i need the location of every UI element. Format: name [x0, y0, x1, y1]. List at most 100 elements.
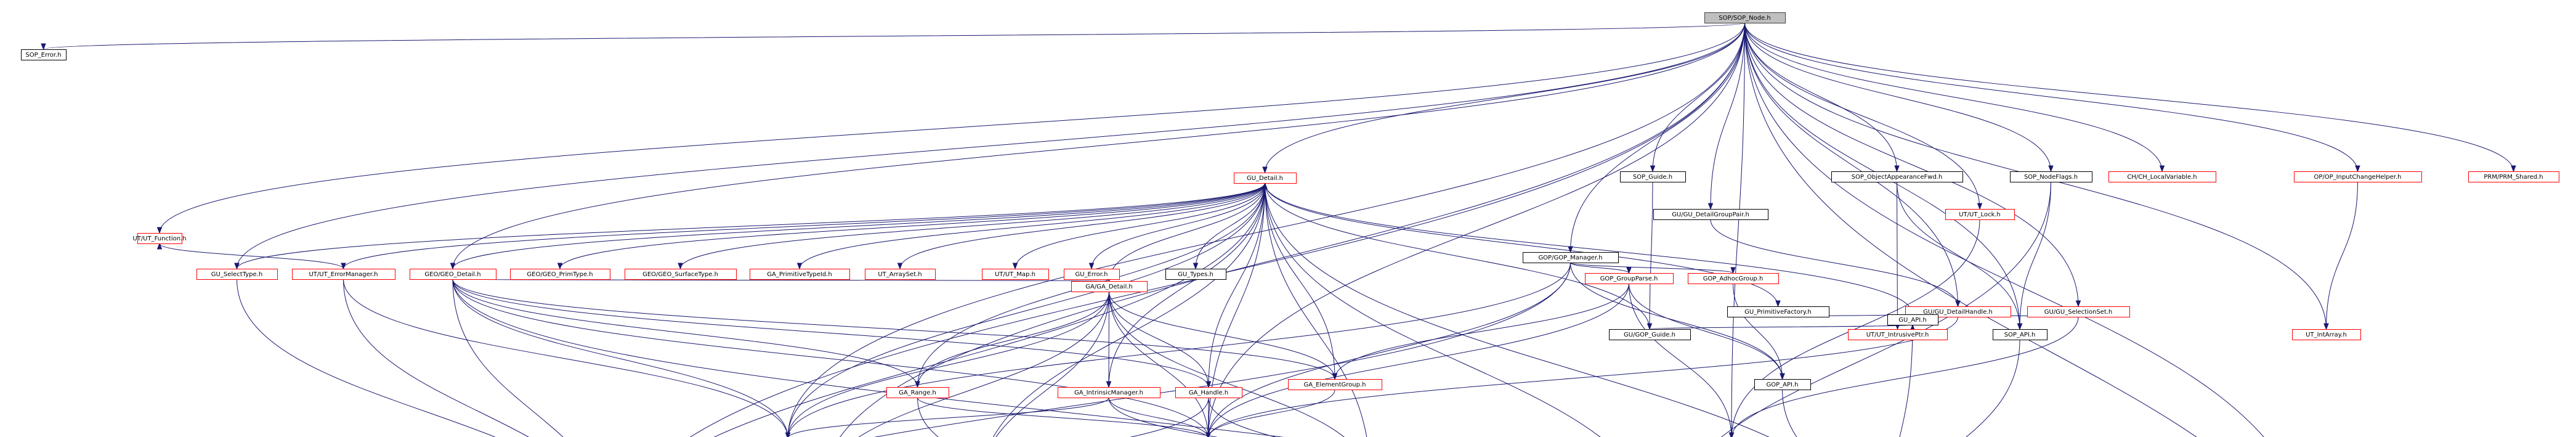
edge-GU_Detail-to-SYS_Visibility: [1265, 182, 1770, 437]
edge-line: [1108, 397, 1209, 437]
edge-GU_Detail-to-UT_Map: [1012, 182, 1265, 270]
node-ch-localvariable[interactable]: CH/CH_LocalVariable.h: [2108, 171, 2216, 182]
node-ut-intrusiveptr[interactable]: UT/UT_IntrusivePtr.h: [1848, 329, 1948, 340]
node-sop-node[interactable]: SOP/SOP_Node.h: [1704, 12, 1786, 23]
edge-line: [917, 291, 1109, 388]
edge-GU_API-to-SYS_Visibility: [1899, 324, 1913, 437]
edge-line: [1109, 291, 1345, 437]
edge-GU_Detail-to-GA_PrimitiveTypeId: [796, 182, 1265, 270]
node-gu-detailgrouppair[interactable]: GU/GU_DetailGroupPair.h: [1653, 209, 1768, 220]
edge-GEO_Detail-to-iosfwd: [452, 279, 1284, 437]
node-box: [292, 269, 395, 280]
node-gu-primitivefactory[interactable]: GU_PrimitiveFactory.h: [1727, 306, 1829, 317]
arrowhead-icon: [2355, 165, 2360, 173]
edge-line: [452, 182, 1265, 269]
arrowhead-icon: [234, 263, 240, 270]
edge-SOP_Node-to-SOP_Error: [41, 22, 1745, 51]
edge-line: [1109, 182, 1265, 282]
arrowhead-icon: [897, 263, 903, 270]
edge-GA_IntrinsicManager-to-UT_StringHolder: [1108, 397, 1218, 437]
node-gop-groupparse[interactable]: GOP_GroupParse.h: [1585, 273, 1674, 284]
edge-line: [1108, 397, 1218, 437]
node-ga-intrinsicmanager[interactable]: GA_IntrinsicManager.h: [1058, 387, 1160, 398]
node-prm-shared[interactable]: PRM/PRM_Shared.h: [2468, 171, 2559, 182]
node-label: GA/GA_Detail.h: [1085, 284, 1133, 290]
node-gop-manager[interactable]: GOP/GOP_Manager.h: [1523, 252, 1619, 263]
node-box: [1887, 314, 1938, 325]
edge-line: [1208, 182, 1265, 388]
node-gu-error[interactable]: GU_Error.h: [1064, 269, 1120, 280]
node-ga-detail[interactable]: GA/GA_Detail.h: [1071, 281, 1148, 292]
arrowhead-icon: [450, 263, 456, 270]
edge-GOP_API-to-SYS_Visibility: [1782, 389, 1797, 437]
arrowhead-icon: [2511, 165, 2516, 173]
edge-line: [452, 22, 1745, 269]
node-ut-arrayset[interactable]: UT_ArraySet.h: [865, 269, 936, 280]
node-label: GU/GU_SelectionSet.h: [2044, 309, 2113, 316]
node-label: UT_IntArray.h: [2306, 332, 2347, 338]
edge-line: [1731, 219, 1980, 437]
edge-SOP_NodeFlags-to-iosfwd: [1721, 181, 2051, 437]
node-sop-guide[interactable]: SOP_Guide.h: [1620, 171, 1686, 182]
edge-line: [1652, 22, 1745, 172]
edge-GU_SelectionSet-to-UT_String: [1728, 316, 2079, 437]
node-ut-function[interactable]: UT/UT_Function.h: [132, 233, 187, 244]
edge-SOP_Node-to-GU_DetailHandle: [1744, 22, 1961, 308]
node-gop-adhocgroup[interactable]: GOP_AdhocGroup.h: [1688, 273, 1779, 284]
node-ut-errormanager[interactable]: UT/UT_ErrorManager.h: [292, 269, 395, 280]
edge-line: [1109, 291, 1209, 437]
node-label: GA_ElementGroup.h: [1304, 382, 1366, 388]
node-label: SOP_ObjectAppearanceFwd.h: [1852, 174, 1943, 181]
node-geo-primtype[interactable]: GEO/GEO_PrimType.h: [510, 269, 610, 280]
edge-GU_Detail-to-GU_Error: [1088, 182, 1265, 270]
edge-line: [1195, 182, 1265, 269]
edge-line: [1744, 22, 1958, 307]
edge-UT_Lock-to-UT_String: [1728, 219, 1980, 437]
node-gu-selecttype[interactable]: GU_SelectType.h: [196, 269, 278, 280]
edge-GEO_Detail-to-GA_Handle: [452, 279, 1212, 388]
edge-line: [1744, 22, 2264, 437]
node-sop-error[interactable]: SOP_Error.h: [21, 49, 67, 60]
node-box: [1175, 387, 1242, 398]
edge-line: [1629, 283, 1732, 437]
node-box: [1704, 12, 1786, 23]
node-gop-guide[interactable]: GU/GOP_Guide.h: [1609, 329, 1691, 340]
node-box: [510, 269, 610, 280]
node-op-inputchangehelper[interactable]: OP/OP_InputChangeHelper.h: [2294, 171, 2422, 182]
edge-line: [1733, 283, 1783, 380]
arrowhead-icon: [1730, 267, 1736, 274]
node-ut-map[interactable]: UT/UT_Map.h: [982, 269, 1049, 280]
node-box: [1165, 269, 1226, 280]
node-gu-selectionset[interactable]: GU/GU_SelectionSet.h: [2027, 306, 2130, 317]
node-box: [865, 269, 936, 280]
node-ut-intarray[interactable]: UT_IntArray.h: [2292, 329, 2361, 340]
edge-OP_InputChangeHelper-to-UT_IntArray: [2323, 181, 2358, 330]
edge-SOP_Node-to-SOP_Guide: [1650, 22, 1745, 173]
node-sop-nodeflags[interactable]: SOP_NodeFlags.h: [2010, 171, 2092, 182]
node-gu-api[interactable]: GU_API.h: [1887, 314, 1938, 325]
edge-line: [1782, 389, 1797, 437]
node-ga-range[interactable]: GA_Range.h: [886, 387, 949, 398]
arrowhead-icon: [785, 432, 791, 437]
node-geo-detail[interactable]: GEO/GEO_Detail.h: [410, 269, 496, 280]
node-gop-api[interactable]: GOP_API.h: [1754, 379, 1811, 390]
node-ga-elementgroup[interactable]: GA_ElementGroup.h: [1288, 379, 1382, 390]
node-box: [1848, 329, 1948, 340]
edge-GOP_Manager-to-GA_Types: [1205, 262, 1571, 437]
node-sop-api[interactable]: SOP_API.h: [1993, 329, 2047, 340]
node-ga-handle[interactable]: GA_Handle.h: [1175, 387, 1242, 398]
node-label: OP/OP_InputChangeHelper.h: [2314, 174, 2401, 181]
node-gu-detail[interactable]: GU_Detail.h: [1234, 173, 1297, 184]
node-geo-surfacetype[interactable]: GEO/GEO_SurfaceType.h: [625, 269, 737, 280]
node-ga-primitivetypeid[interactable]: GA_PrimitiveTypeId.h: [750, 269, 850, 280]
node-sop-objectappearancefwd[interactable]: SOP_ObjectAppearanceFwd.h: [1831, 171, 1963, 182]
edge-GA_Detail-to-GA_IntrinsicManager: [1106, 291, 1112, 388]
edge-SOP_Node-to-UT_Lock: [1744, 22, 1983, 210]
node-box: [196, 269, 278, 280]
node-gu-types[interactable]: GU_Types.h: [1165, 269, 1226, 280]
edge-GU_Detail-to-GEO_PrimType: [557, 182, 1265, 270]
node-label: UT/UT_IntrusivePtr.h: [1866, 332, 1929, 338]
edge-line: [1744, 22, 1897, 172]
node-ut-lock[interactable]: UT/UT_Lock.h: [1945, 209, 2015, 220]
